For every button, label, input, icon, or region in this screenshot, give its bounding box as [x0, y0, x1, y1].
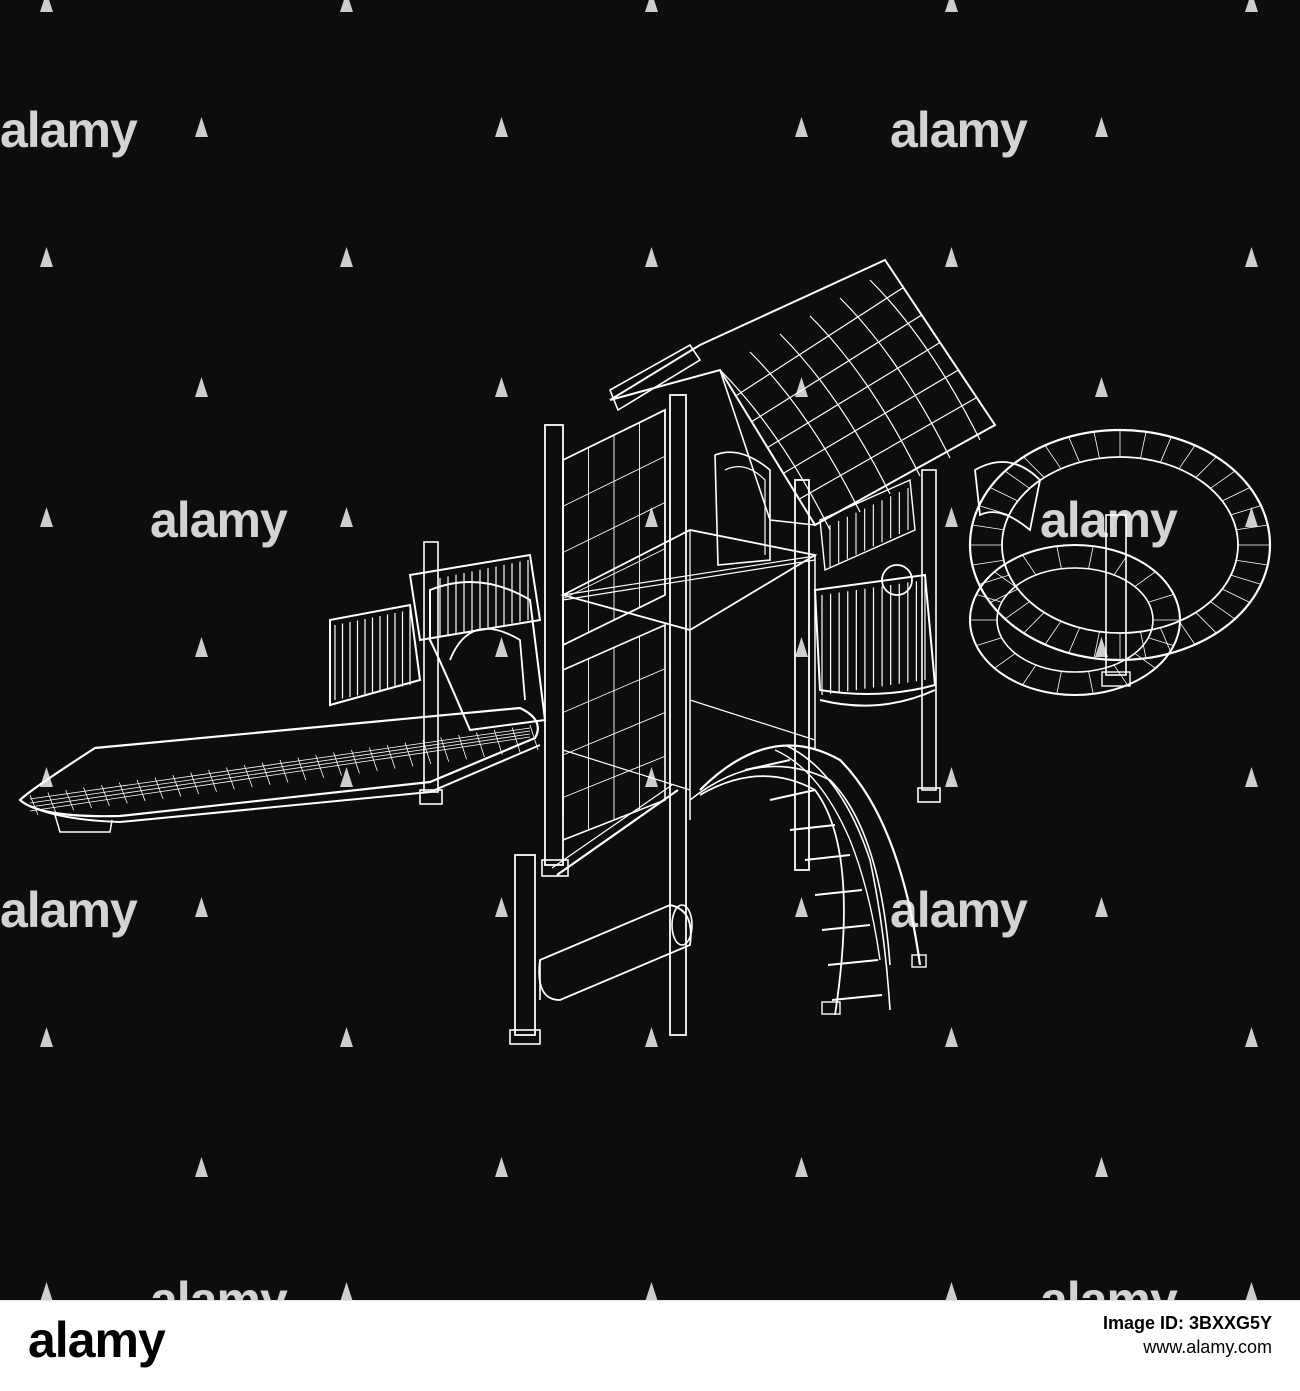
right-deck-railing	[813, 469, 941, 803]
central-tower	[541, 394, 818, 1036]
house-roof	[608, 258, 997, 596]
footer-url-link[interactable]: www.alamy.com	[1143, 1336, 1272, 1357]
left-deck-railings	[329, 541, 547, 805]
playground-wireframe-illustration	[18, 258, 1272, 1045]
arch-ladder	[689, 744, 927, 1016]
image-id-label: Image ID: 3BXXG5Y	[1102, 1313, 1272, 1333]
footer-brand-logo[interactable]: alamy	[28, 1312, 166, 1368]
roller-log	[509, 854, 693, 1045]
straight-slide	[18, 706, 541, 833]
footer-meta: Image ID: 3BXXG5Y www.alamy.com	[1103, 1313, 1272, 1360]
stock-footer-bar: alamy Image ID: 3BXXG5Y www.alamy.com	[0, 1300, 1300, 1391]
spiral-slide	[968, 428, 1272, 696]
